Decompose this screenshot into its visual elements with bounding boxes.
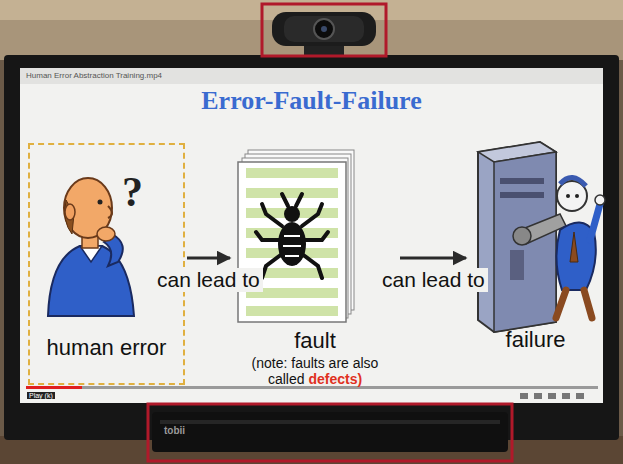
screen <box>20 68 603 403</box>
player-icon <box>576 393 584 399</box>
node-label: human error <box>34 335 179 360</box>
arrow-connector <box>187 257 230 260</box>
edge-label: can lead to <box>379 268 488 292</box>
highlight-frame <box>262 4 386 56</box>
node-label: fault <box>236 328 394 353</box>
player-icon <box>548 393 556 399</box>
player-icon <box>534 393 542 399</box>
webcam-body <box>272 12 376 46</box>
computer-failure-figure <box>478 142 605 332</box>
paper-stack-bug <box>238 150 354 322</box>
player-tooltip: Play (k) <box>27 392 55 399</box>
webcam-lens <box>314 19 334 39</box>
player-top-bar <box>20 68 603 84</box>
question-mark: ? <box>122 168 143 216</box>
edge-label: can lead to <box>154 268 263 292</box>
node-label: failure <box>472 327 599 352</box>
monitor-bezel <box>4 55 619 440</box>
thinking-man-figure <box>48 178 134 316</box>
eye-tracker-sensor <box>160 420 500 424</box>
player-icon <box>520 393 528 399</box>
progress-played <box>26 386 82 389</box>
wall <box>0 0 623 60</box>
player-icon <box>562 393 570 399</box>
illustration-node: failure <box>468 145 603 360</box>
eye-tracker-bar <box>152 412 508 452</box>
highlight-frame <box>148 404 512 461</box>
diagram-title: Error-Fault-Failure <box>20 86 603 116</box>
webcam-lens-glass <box>321 26 327 32</box>
dashed-region: human error <box>28 143 185 385</box>
webcam-face <box>284 16 364 42</box>
device-brand: tobii <box>164 425 185 436</box>
arrow-connector <box>400 257 466 260</box>
node-note: (note: faults are also called defects) <box>236 355 394 387</box>
video-title: Human Error Abstraction Training.mp4 <box>26 71 162 80</box>
